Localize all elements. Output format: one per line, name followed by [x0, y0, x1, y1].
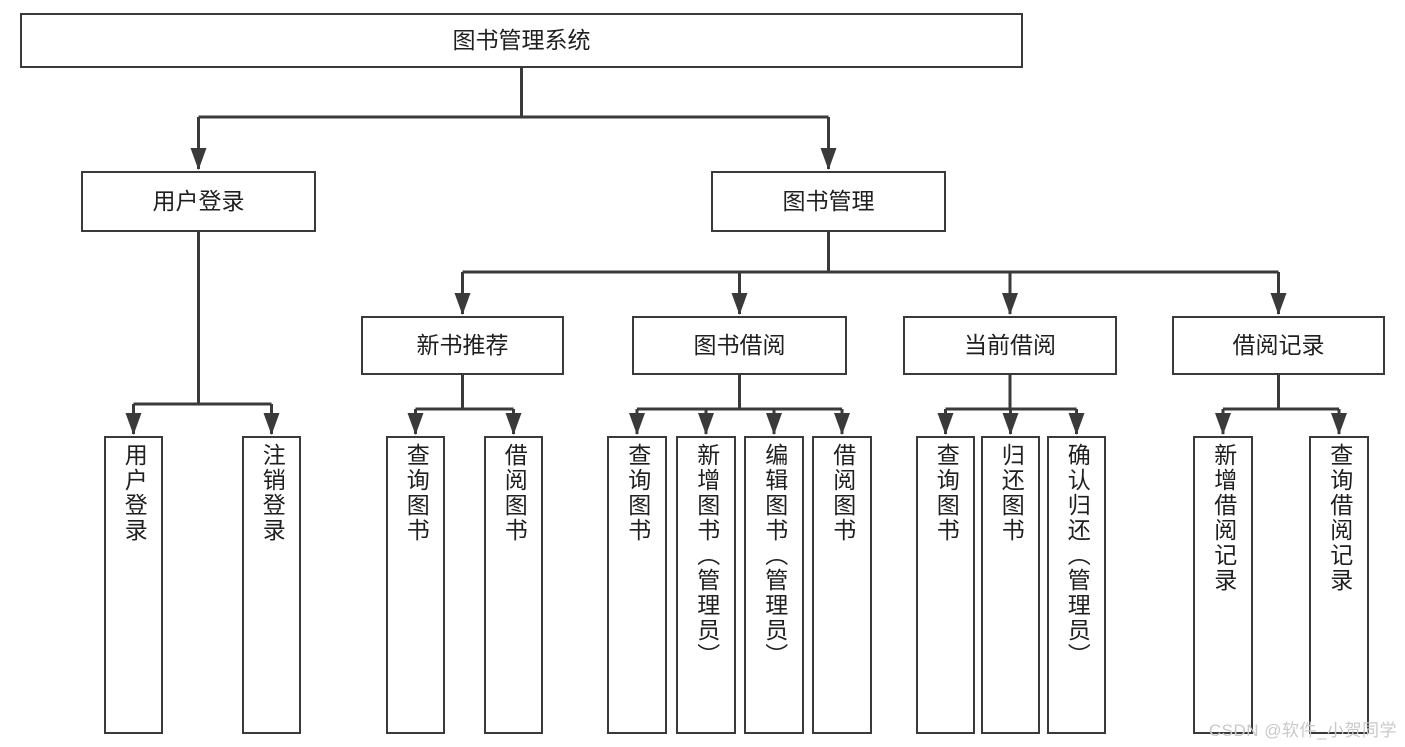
- node-l-b1[interactable]: 借阅图书: [484, 436, 543, 734]
- node-l-add[interactable]: 新增图书（管理员）: [676, 436, 736, 734]
- watermark: CSDN @软件_小贺同学: [1208, 721, 1397, 740]
- node-l-logout[interactable]: 注销登录: [242, 436, 301, 734]
- arrow-head: [1002, 413, 1019, 435]
- arrow-head: [190, 148, 207, 170]
- node-bookmgmt[interactable]: 图书管理: [711, 171, 946, 232]
- node-l-return[interactable]: 归还图书: [981, 436, 1040, 734]
- arrow-head: [1331, 413, 1347, 435]
- arrow-head: [834, 413, 850, 435]
- arrow-head: [454, 293, 471, 315]
- node-label: 图书借阅: [693, 331, 786, 358]
- node-label: 查询图书: [624, 443, 651, 543]
- node-label: 查询借阅记录: [1326, 443, 1353, 593]
- node-label: 借阅记录: [1232, 331, 1325, 358]
- arrow-head: [731, 293, 748, 315]
- arrow-head: [505, 413, 522, 435]
- node-l-qrec[interactable]: 查询借阅记录: [1309, 436, 1369, 734]
- arrow-head: [263, 413, 280, 435]
- node-label: 确认归还（管理员）: [1064, 443, 1091, 668]
- node-current[interactable]: 当前借阅: [903, 316, 1117, 375]
- node-l-b2[interactable]: 借阅图书: [812, 436, 872, 734]
- arrow-head: [937, 413, 954, 435]
- node-root[interactable]: 图书管理系统: [20, 13, 1023, 68]
- node-label: 借阅图书: [501, 443, 528, 543]
- arrow-head: [820, 148, 837, 170]
- node-label: 借阅图书: [829, 443, 856, 543]
- arrow-head: [1068, 413, 1085, 435]
- arrow-head: [1002, 293, 1018, 315]
- arrow-head: [407, 413, 424, 435]
- node-l-userlogin[interactable]: 用户登录: [104, 436, 163, 734]
- arrow-head: [629, 413, 645, 435]
- node-l-q2[interactable]: 查询图书: [607, 436, 667, 734]
- node-l-addrec[interactable]: 新增借阅记录: [1193, 436, 1253, 734]
- node-label: 编辑图书（管理员）: [761, 443, 788, 668]
- node-label: 用户登录: [152, 187, 245, 214]
- node-login[interactable]: 用户登录: [81, 171, 316, 232]
- arrow-head: [766, 413, 782, 435]
- node-l-q1[interactable]: 查询图书: [386, 436, 445, 734]
- node-label: 查询图书: [403, 443, 430, 543]
- node-label: 归还图书: [998, 443, 1025, 543]
- node-label: 当前借阅: [964, 331, 1056, 358]
- node-label: 图书管理系统: [452, 26, 591, 53]
- node-label: 新增图书（管理员）: [693, 443, 720, 668]
- arrow-head: [1215, 413, 1231, 435]
- node-label: 用户登录: [121, 443, 148, 543]
- node-label: 注销登录: [259, 443, 286, 543]
- arrow-head: [698, 413, 714, 435]
- node-l-confirm[interactable]: 确认归还（管理员）: [1047, 436, 1106, 734]
- node-label: 新书推荐: [416, 331, 509, 358]
- node-records[interactable]: 借阅记录: [1172, 316, 1385, 375]
- node-label: 图书管理: [782, 187, 875, 214]
- node-l-q3[interactable]: 查询图书: [916, 436, 975, 734]
- arrow-head: [1270, 293, 1287, 315]
- arrow-head: [125, 413, 142, 435]
- node-l-edit[interactable]: 编辑图书（管理员）: [744, 436, 804, 734]
- node-label: 查询图书: [933, 443, 960, 543]
- node-borrow[interactable]: 图书借阅: [632, 316, 847, 375]
- node-label: 新增借阅记录: [1210, 443, 1237, 593]
- node-newbooks[interactable]: 新书推荐: [361, 316, 564, 375]
